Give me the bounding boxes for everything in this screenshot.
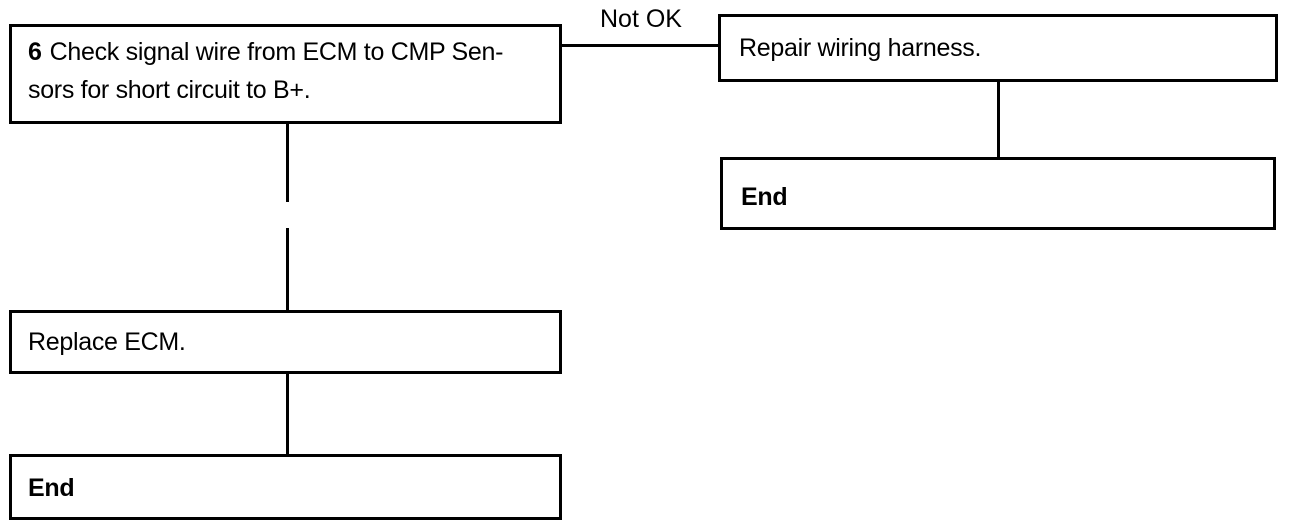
connector-not-ok [562, 44, 718, 47]
repair-wiring-text: Repair wiring harness. [739, 34, 982, 62]
connector-step6-down-upper [286, 124, 289, 202]
end-box-left: End [9, 454, 562, 520]
not-ok-label: Not OK [600, 5, 682, 33]
end-right-text: End [741, 183, 788, 211]
replace-ecm-text: Replace ECM. [28, 328, 186, 356]
step-6-text-line-2: sors for short circuit to B+. [28, 76, 311, 104]
connector-repair-to-end [997, 82, 1000, 157]
step-6-text-line-1: Check signal wire from ECM to CMP Sen- [49, 38, 504, 66]
step-number: 6 [28, 38, 42, 66]
replace-ecm-box: Replace ECM. [9, 310, 562, 374]
connector-replace-to-end [286, 374, 289, 454]
end-box-right: End [720, 157, 1276, 230]
end-left-text: End [28, 474, 75, 502]
repair-wiring-box: Repair wiring harness. [718, 14, 1278, 82]
connector-step6-down-lower [286, 228, 289, 310]
